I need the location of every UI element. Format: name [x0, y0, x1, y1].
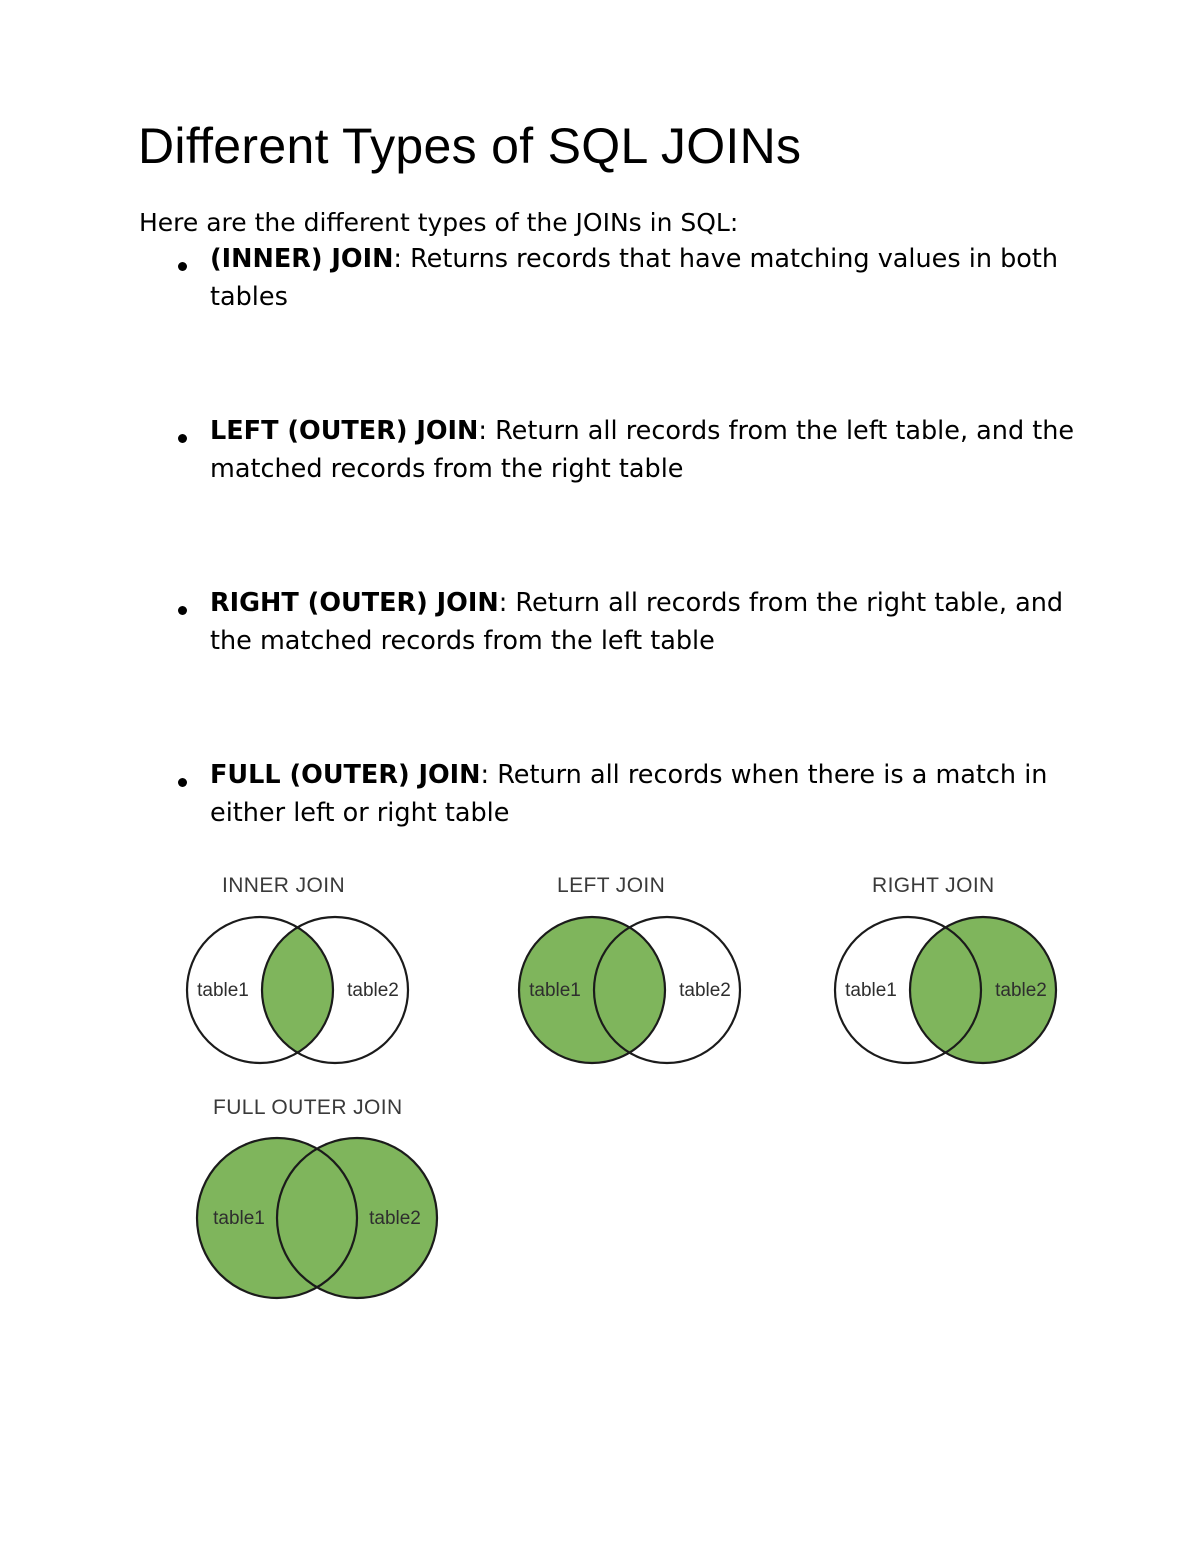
venn-circle-table2 — [592, 915, 742, 1065]
join-separator: : — [478, 416, 496, 446]
list-item-text: RIGHT (OUTER) JOIN: Return all records f… — [210, 584, 1100, 660]
venn-svg-right-join: table1 table2 — [833, 915, 1058, 1065]
bullet-dot-icon — [178, 778, 187, 787]
join-separator: : — [480, 760, 498, 790]
venn-diagram-left-join: LEFT JOIN table1 table2 — [482, 862, 772, 1077]
list-item: FULL (OUTER) JOIN: Return all records wh… — [0, 756, 1200, 928]
list-item: (INNER) JOIN: Returns records that have … — [0, 240, 1200, 412]
venn-label-table1: table1 — [197, 980, 249, 1001]
venn-svg-full-outer-join: table1 table2 — [195, 1136, 439, 1300]
venn-diagram-group: INNER JOIN table1 table2 LEFT JOIN — [0, 862, 1200, 1322]
venn-caption-full-outer-join: FULL OUTER JOIN — [213, 1096, 403, 1119]
join-description: Return all records from the left table, … — [210, 416, 1075, 484]
list-item: RIGHT (OUTER) JOIN: Return all records f… — [0, 584, 1200, 756]
list-item-text: FULL (OUTER) JOIN: Return all records wh… — [210, 756, 1100, 832]
venn-circle-table2 — [260, 915, 410, 1065]
join-term: FULL (OUTER) JOIN — [210, 760, 481, 790]
list-item-text: (INNER) JOIN: Returns records that have … — [210, 240, 1100, 316]
venn-diagram-inner-join: INNER JOIN table1 table2 — [145, 862, 445, 1077]
join-description: Return all records when there is a match… — [210, 760, 1048, 828]
join-term: (INNER) JOIN — [210, 244, 394, 274]
join-description: Return all records from the right table,… — [210, 588, 1064, 656]
intro-paragraph: Here are the different types of the JOIN… — [139, 208, 739, 237]
venn-intersection-fill — [262, 917, 333, 1063]
list-item-text: LEFT (OUTER) JOIN: Return all records fr… — [210, 412, 1100, 488]
join-separator: : — [498, 588, 516, 618]
venn-caption-left-join: LEFT JOIN — [557, 874, 666, 897]
bullet-dot-icon — [178, 262, 187, 271]
venn-circle-table1 — [185, 915, 335, 1065]
venn-label-table1: table1 — [529, 980, 581, 1001]
venn-left-circle-fill — [519, 917, 665, 1063]
join-description: Returns records that have matching value… — [210, 244, 1059, 312]
venn-label-table2: table2 — [347, 980, 399, 1001]
bullet-dot-icon — [178, 606, 187, 615]
venn-circle-table2 — [908, 915, 1058, 1065]
list-item: LEFT (OUTER) JOIN: Return all records fr… — [0, 412, 1200, 584]
venn-circle-table1 — [195, 1136, 359, 1300]
venn-diagram-right-join: RIGHT JOIN table1 table2 — [793, 862, 1088, 1077]
venn-label-table2: table2 — [679, 980, 731, 1001]
venn-label-table2: table2 — [995, 980, 1047, 1001]
venn-right-circle-fill — [910, 917, 1056, 1063]
venn-svg-inner-join: table1 table2 — [185, 915, 410, 1065]
venn-caption-right-join: RIGHT JOIN — [872, 874, 995, 897]
join-term: LEFT (OUTER) JOIN — [210, 416, 479, 446]
join-types-list: (INNER) JOIN: Returns records that have … — [0, 240, 1200, 928]
venn-label-table2: table2 — [369, 1208, 421, 1229]
venn-circle-table2 — [275, 1136, 439, 1300]
venn-svg-left-join: table1 table2 — [517, 915, 742, 1065]
join-separator: : — [393, 244, 411, 274]
venn-circle-table1 — [833, 915, 983, 1065]
venn-caption-inner-join: INNER JOIN — [222, 874, 346, 897]
venn-diagram-full-outer-join: FULL OUTER JOIN table1 table2 — [155, 1084, 465, 1306]
venn-label-table1: table1 — [845, 980, 897, 1001]
page-title: Different Types of SQL JOINs — [138, 117, 802, 174]
bullet-dot-icon — [178, 434, 187, 443]
venn-circle-table1 — [517, 915, 667, 1065]
venn-label-table1: table1 — [213, 1208, 265, 1229]
join-term: RIGHT (OUTER) JOIN — [210, 588, 499, 618]
